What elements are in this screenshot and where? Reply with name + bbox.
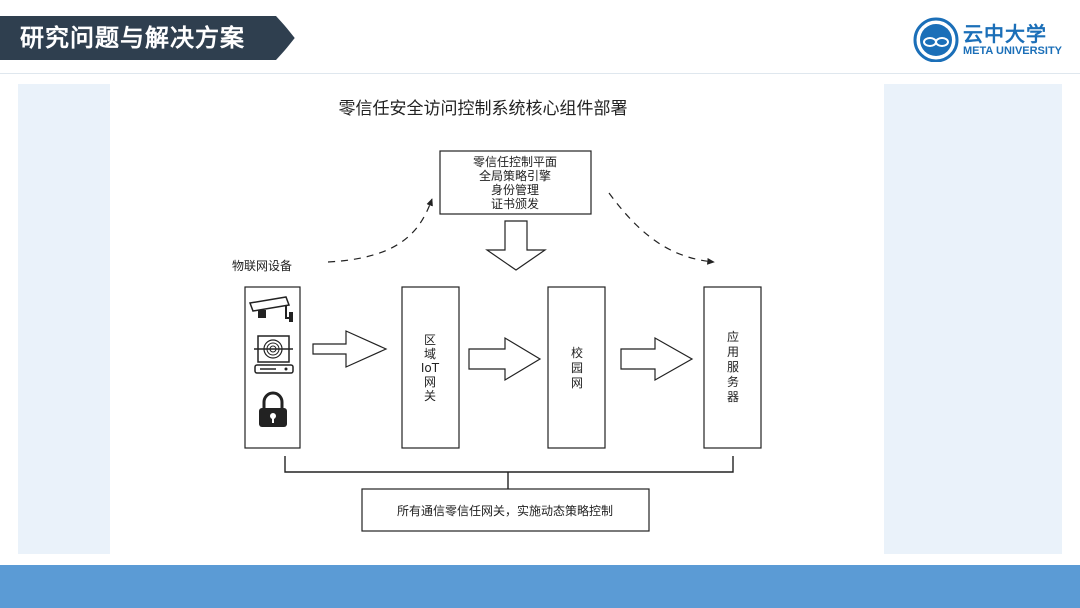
campus-label-1: 校 <box>571 345 583 360</box>
page-title: 研究问题与解决方案 <box>20 24 245 52</box>
logo-subtitle: META UNIVERSITY <box>963 45 1063 57</box>
architecture-figure: 零信任安全访问控制系统核心组件部署 零信任控制平面 全局策略引擎 身份管理 证书… <box>110 84 884 554</box>
down-arrow <box>485 220 547 271</box>
right-arrow-3 <box>620 336 694 382</box>
gateway-label-5: 关 <box>424 389 436 403</box>
logo-name: 云中大学 <box>963 22 1047 46</box>
diagram-title: 零信任安全访问控制系统核心组件部署 <box>339 99 628 119</box>
campus-label-2: 园 <box>571 361 583 375</box>
architecture-diagram: 零信任安全访问控制系统核心组件部署 零信任控制平面 全局策略引擎 身份管理 证书… <box>232 99 762 532</box>
iot-to-control-dashed-arrow <box>327 198 433 263</box>
header-divider <box>0 73 1080 74</box>
right-arrow-1 <box>312 330 388 368</box>
campus-network-box <box>547 286 606 449</box>
left-side-panel <box>18 84 110 554</box>
control-plane-line-3: 身份管理 <box>491 182 539 197</box>
university-logo: 云中大学 META UNIVERSITY <box>913 16 1063 66</box>
cloud-seal-icon <box>913 17 959 63</box>
server-label-4: 务 <box>727 374 739 389</box>
gateway-label-1: 区 <box>424 333 436 347</box>
control-plane-line-1: 零信任控制平面 <box>473 155 557 169</box>
gateway-label-2: 域 <box>424 347 436 361</box>
server-label-2: 用 <box>727 345 739 359</box>
padlock-icon <box>259 391 287 427</box>
server-label-3: 服 <box>727 360 739 374</box>
footer-bar <box>0 565 1080 608</box>
camera-icon <box>248 296 293 322</box>
gateway-label-4: 网 <box>424 375 436 389</box>
iot-devices-label: 物联网设备 <box>232 259 292 273</box>
right-side-panel <box>884 84 1062 554</box>
bottom-note-text: 所有通信零信任网关，实施动态策略控制 <box>397 503 613 518</box>
fingerprint-scanner-icon <box>254 335 294 374</box>
app-server-box <box>703 286 762 449</box>
gateway-label-3: IoT <box>421 361 440 375</box>
control-to-server-dashed-arrow <box>608 192 715 265</box>
bottom-note-box <box>361 488 650 532</box>
control-plane-line-2: 全局策略引擎 <box>479 168 551 183</box>
campus-label-3: 网 <box>571 376 583 390</box>
section-header: 研究问题与解决方案 <box>0 16 296 60</box>
control-plane-line-4: 证书颁发 <box>491 196 539 211</box>
control-plane-box <box>439 150 592 215</box>
right-arrow-2 <box>468 336 542 382</box>
bottom-bracket <box>284 456 734 473</box>
header-banner-shape <box>0 16 296 60</box>
iot-gateway-box <box>401 286 460 449</box>
server-label-1: 应 <box>727 329 739 344</box>
server-label-5: 器 <box>727 390 739 404</box>
